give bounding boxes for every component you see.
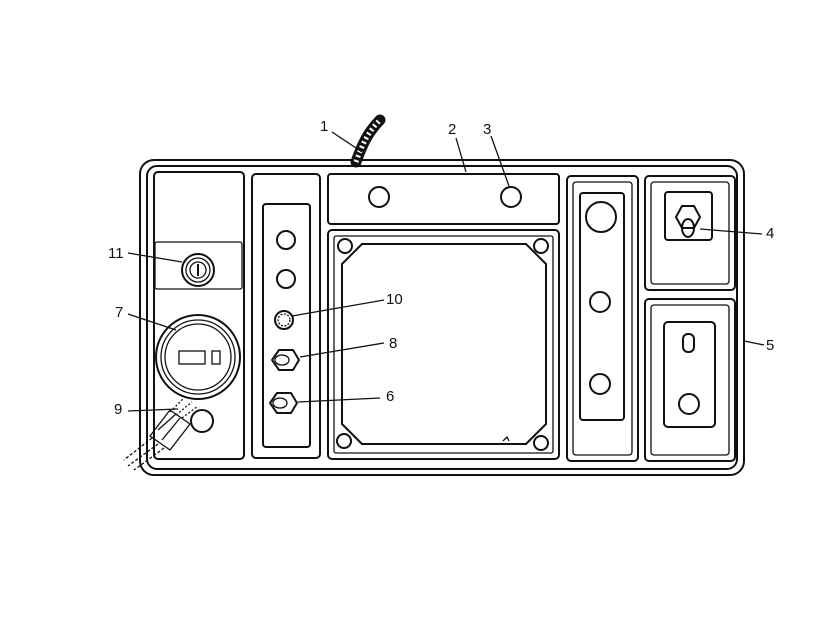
lamp-10 xyxy=(274,310,294,330)
callout-6: 6 xyxy=(386,388,394,405)
callout-4: 4 xyxy=(766,225,774,242)
switch-module-4 xyxy=(644,175,736,291)
center-cover xyxy=(327,229,560,460)
callout-2: 2 xyxy=(448,121,456,138)
top-fastener-3 xyxy=(500,186,522,208)
connector-plug xyxy=(123,397,199,471)
right-column xyxy=(566,175,639,462)
knob-11 xyxy=(181,253,215,287)
switch-column xyxy=(251,173,321,459)
top-strip xyxy=(327,173,560,225)
cable xyxy=(350,114,386,168)
leader-lines xyxy=(127,131,765,412)
callout-10: 10 xyxy=(386,291,403,308)
callout-1: 1 xyxy=(320,118,328,135)
callout-9: 9 xyxy=(114,401,122,418)
top-fastener xyxy=(368,186,390,208)
callout-3: 3 xyxy=(483,121,491,138)
hour-meter xyxy=(155,314,241,400)
panel-housing xyxy=(139,159,745,476)
toggle-6 xyxy=(269,392,298,414)
callout-5: 5 xyxy=(766,337,774,354)
lamp xyxy=(276,230,296,250)
callout-labels: 1 2 3 4 5 6 7 8 9 10 11 xyxy=(108,118,774,418)
callout-7: 7 xyxy=(115,304,123,321)
lamp xyxy=(276,269,296,289)
switch-module-5 xyxy=(644,298,736,462)
left-module xyxy=(123,171,245,471)
callout-8: 8 xyxy=(389,335,397,352)
callout-11: 11 xyxy=(108,245,124,262)
receptacle xyxy=(190,409,214,433)
toggle-8 xyxy=(271,349,300,371)
